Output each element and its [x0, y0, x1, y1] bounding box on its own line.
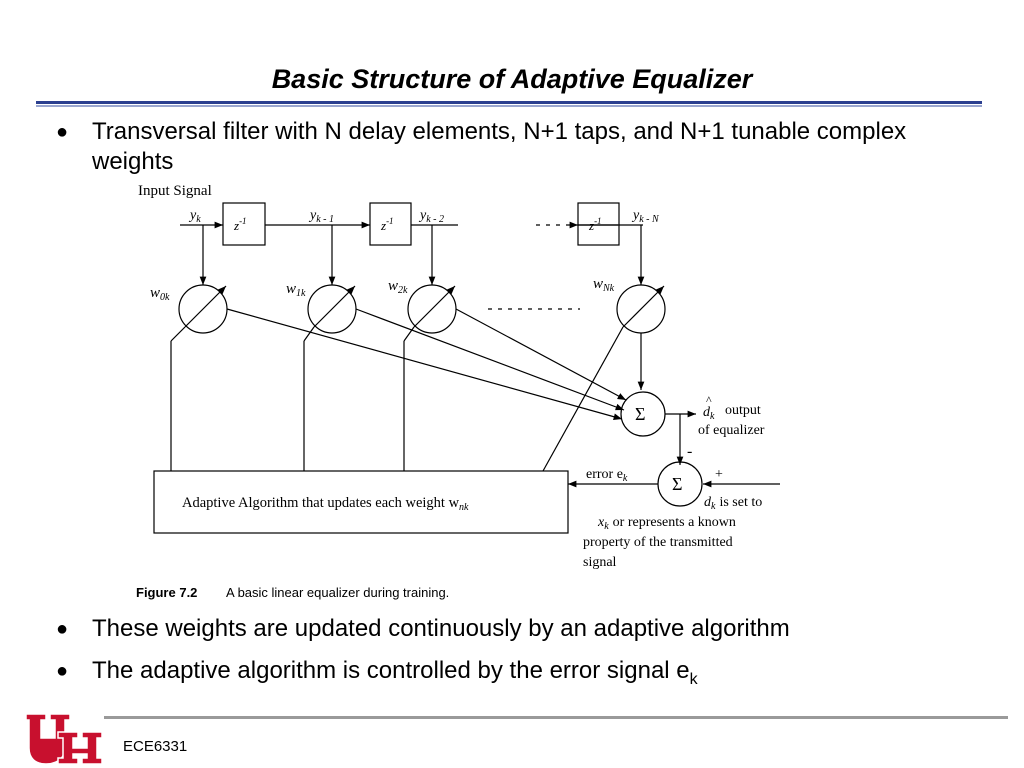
output-label: output	[725, 403, 761, 418]
svg-text:wNk: wNk	[593, 276, 615, 294]
svg-text:w1k: w1k	[286, 281, 306, 299]
svg-text:yk - 1: yk - 1	[308, 208, 334, 225]
svg-text:w2k: w2k	[388, 278, 408, 296]
svg-text:signal: signal	[583, 555, 617, 570]
delay-label: z-1	[233, 216, 247, 233]
title-rule	[36, 101, 982, 107]
bullet-text: Transversal filter with N delay elements…	[92, 118, 907, 175]
bullet-dot-icon: ●	[56, 660, 69, 682]
svg-text:dk: dk	[703, 405, 715, 422]
input-signal-label: Input Signal	[138, 183, 212, 199]
equalizer-diagram: Input Signal yk yk - 1 yk - 2 yk - N z-1…	[136, 183, 780, 600]
sum-symbol: Σ	[635, 404, 645, 424]
output-label-2: of equalizer	[698, 423, 765, 438]
bullet-text: The adaptive algorithm is controlled by …	[92, 657, 698, 688]
error-label: error ek	[586, 467, 628, 484]
bullet-item: ● The adaptive algorithm is controlled b…	[56, 656, 956, 688]
bullet-dot-icon: ●	[56, 121, 69, 143]
bullet-text: These weights are updated continuously b…	[92, 615, 790, 642]
bullet-item: ● These weights are updated continuously…	[56, 614, 956, 644]
figure-caption-label: Figure 7.2	[136, 585, 197, 600]
svg-text:yk - 2: yk - 2	[418, 208, 444, 225]
svg-text:yk - N: yk - N	[631, 208, 660, 225]
footer-rule	[104, 716, 1008, 719]
svg-text:z-1: z-1	[380, 216, 394, 233]
error-sum-symbol: Σ	[672, 474, 682, 494]
figure-caption-text: A basic linear equalizer during training…	[226, 585, 449, 600]
algorithm-label: Adaptive Algorithm that updates each wei…	[182, 495, 469, 513]
svg-text:^: ^	[706, 393, 712, 407]
svg-text:yk: yk	[188, 208, 201, 225]
uh-logo-icon	[25, 713, 103, 765]
bullet-dot-icon: ●	[56, 618, 69, 640]
svg-text:w0k: w0k	[150, 285, 170, 303]
footer-course-label: ECE6331	[123, 738, 188, 755]
svg-text:+: +	[715, 467, 723, 482]
svg-text:property of the transmitted: property of the transmitted	[583, 535, 733, 550]
svg-text:-: -	[687, 443, 692, 460]
svg-text:z-1: z-1	[588, 216, 602, 233]
slide-title: Basic Structure of Adaptive Equalizer	[271, 64, 753, 94]
bullet-item: ● Transversal filter with N delay elemen…	[56, 117, 956, 179]
